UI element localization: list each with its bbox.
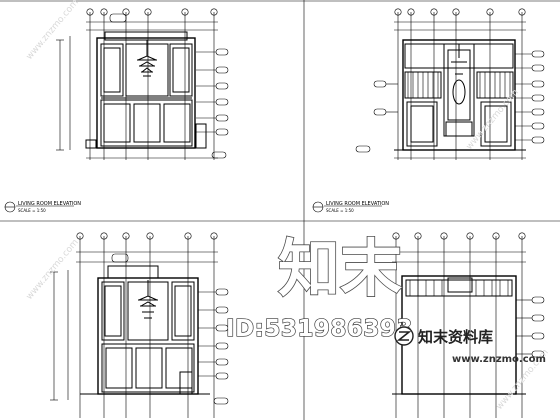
elevation-title: LIVING ROOM ELEVATION [18,201,81,207]
watermark-side-text: www.znzmo.com [25,0,81,62]
panel-title-block: LIVING ROOM ELEVATION SCALE = 1:50 [312,201,389,213]
elevation-title: LIVING ROOM ELEVATION [326,201,389,207]
dimension-lines [394,21,526,159]
elevation-panel-4 [392,232,545,418]
elevation-panel-3 [50,232,229,418]
dimension-lines [392,251,526,263]
wall-elevation [80,265,210,395]
chandelier-drawing [451,44,467,105]
elevation-scale: SCALE = 1:50 [326,208,354,213]
dimension-lines [50,251,218,401]
axis-lines [86,8,218,160]
chandelier-drawing [137,40,157,77]
watermark-url: www.znzmo.com [452,354,546,365]
elevation-panel-1: LIVING ROOM ELEVATION SCALE = 1:50 [4,8,229,213]
znzmo-logo-icon [394,326,414,346]
elevation-scale: SCALE = 1:50 [18,208,46,213]
watermark-brand-name: 知末资料库 [418,328,493,346]
chandelier-drawing [138,280,158,319]
material-tags [111,253,229,405]
watermark-id: ID:531986393 [226,316,413,342]
axis-lines [392,232,526,418]
elevation-panel-2: LIVING ROOM ELEVATION SCALE = 1:50 [312,8,545,213]
watermark-side-text: www.znzmo.com [25,238,81,302]
material-tags [516,296,545,358]
material-tags [355,50,545,153]
wall-elevation [85,31,207,149]
watermark-brand-large: 知末 [278,232,402,305]
panel-title-block: LIVING ROOM ELEVATION SCALE = 1:50 [4,201,81,213]
material-tags [109,13,229,159]
dimension-lines [56,21,218,159]
axis-lines [394,8,526,160]
